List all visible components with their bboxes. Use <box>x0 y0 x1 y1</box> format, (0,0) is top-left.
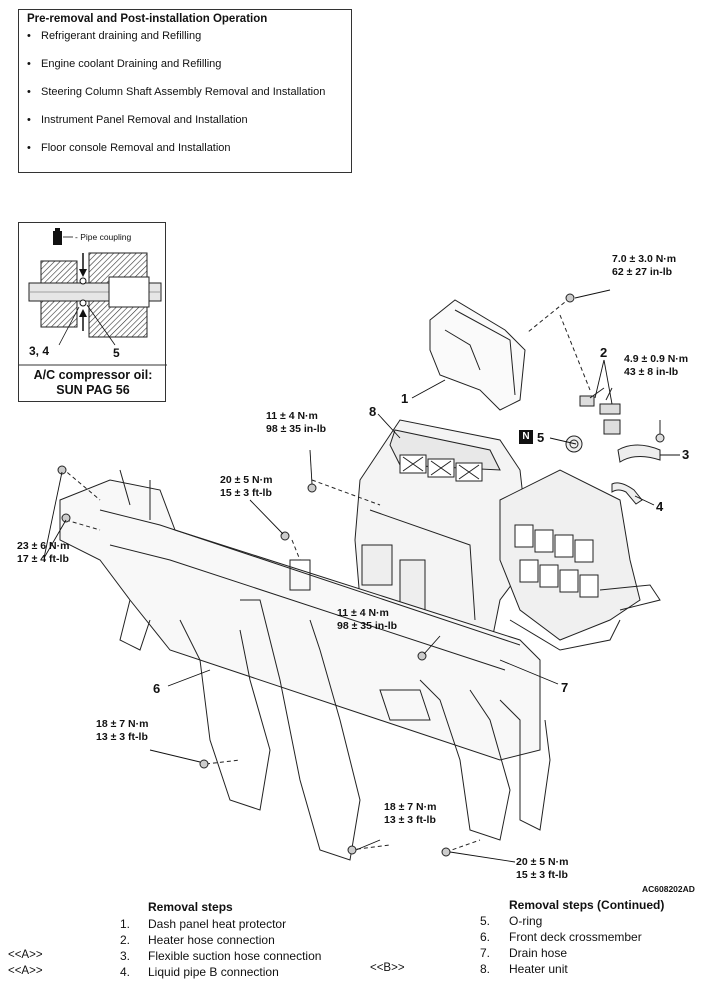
bolt <box>565 293 575 303</box>
exploded-view-diagram <box>43 289 680 863</box>
operation-item: •Instrument Panel Removal and Installati… <box>27 114 248 126</box>
operation-item: •Floor console Removal and Installation <box>27 142 231 154</box>
step-number: 5. <box>479 914 490 928</box>
step-text: Dash panel heat protector <box>148 917 287 931</box>
operation-item: •Engine coolant Draining and Refilling <box>27 58 222 70</box>
callout-4: 4 <box>656 499 664 514</box>
step-text: Heater unit <box>509 962 568 976</box>
bolt <box>347 845 357 855</box>
bolt <box>307 483 317 493</box>
operation-item: •Steering Column Shaft Assembly Removal … <box>27 86 326 98</box>
step-text: Drain hose <box>509 946 568 960</box>
callout-7: 7 <box>561 680 569 695</box>
removal-steps-continued-title: Removal steps (Continued) <box>509 898 665 912</box>
step-mark: <<B>> <box>370 962 405 974</box>
n-badge-icon: N <box>519 430 533 444</box>
step-number: 3. <box>119 949 130 963</box>
step-mark: <<A>> <box>8 965 43 977</box>
bolt <box>61 513 71 523</box>
callout-2: 2 <box>600 345 608 360</box>
callout-1: 1 <box>401 391 409 406</box>
step-number: 7. <box>479 946 490 960</box>
pipe-coupling-label: - Pipe coupling <box>75 232 132 242</box>
inset-callout-5: 5 <box>113 346 120 360</box>
bolt <box>199 759 209 769</box>
step-mark: <<A>> <box>8 949 43 961</box>
pre-removal-operation-box: Pre-removal and Post-installation Operat… <box>18 9 352 173</box>
callout-5: 5 <box>537 430 545 445</box>
callout-3: 3 <box>682 447 690 462</box>
bolt <box>441 847 451 857</box>
pipe-coupling-inset: - Pipe coupling 3, 4 5 A/C compressor oi… <box>18 222 167 402</box>
pipe-coupling-drawing <box>19 228 167 366</box>
step-text: Front deck crossmember <box>509 930 642 944</box>
step-number: 8. <box>479 962 490 976</box>
step-text: O-ring <box>509 914 543 928</box>
step-text: Liquid pipe B connection <box>148 965 279 979</box>
step-number: 4. <box>119 965 130 979</box>
step-number: 6. <box>479 930 490 944</box>
step-text: Flexible suction hose connection <box>148 949 322 963</box>
oil-type-label: SUN PAG 56 <box>56 383 130 397</box>
oil-can-icon <box>53 231 62 245</box>
step-number: 1. <box>119 917 130 931</box>
step-number: 2. <box>119 933 130 947</box>
step-text: Heater hose connection <box>148 933 275 947</box>
ac-compressor-oil-label: A/C compressor oil: <box>33 368 153 382</box>
callout-8: 8 <box>369 404 377 419</box>
removal-steps-title: Removal steps <box>148 900 233 914</box>
figure-code: AC608202AD <box>642 884 695 894</box>
operation-item: •Refrigerant draining and Refilling <box>27 30 202 42</box>
operation-title: Pre-removal and Post-installation Operat… <box>27 13 268 25</box>
callout-6: 6 <box>153 681 161 696</box>
inset-callout-3-4: 3, 4 <box>29 344 50 358</box>
